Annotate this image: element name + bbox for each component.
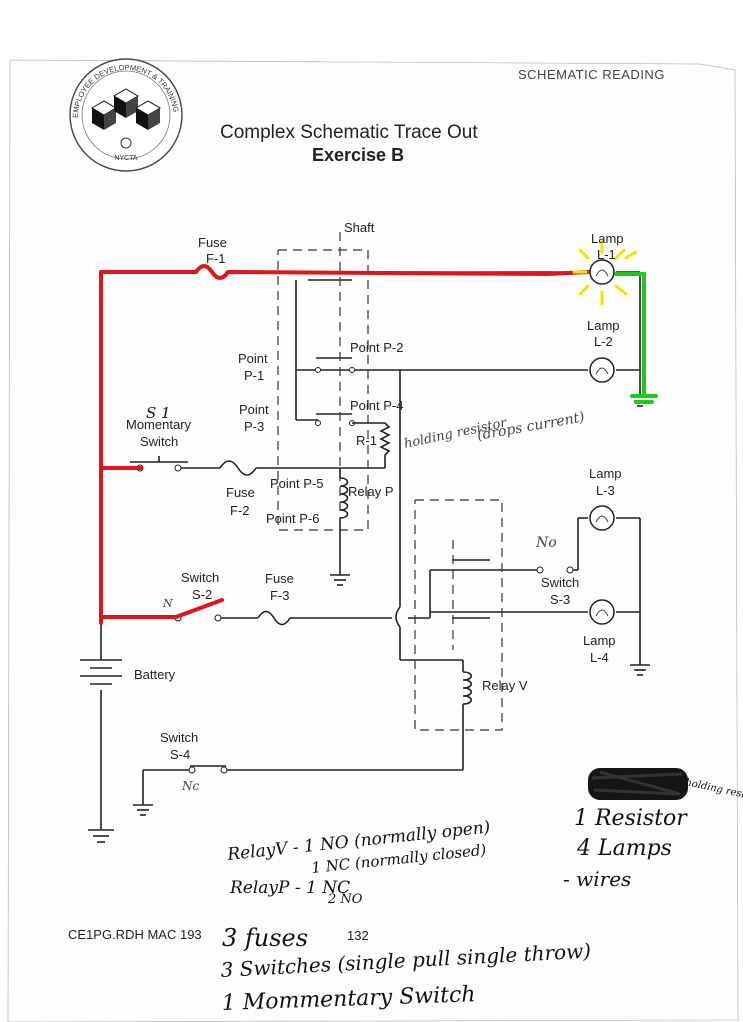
relay-v-label: Relay V [482, 678, 528, 693]
lamp-l2-label: Lamp [587, 318, 620, 333]
logo-bottom-text: NYCTA [114, 155, 138, 162]
lamp-l2-id: L-2 [594, 334, 613, 349]
title-line2: Exercise B [312, 145, 404, 165]
red-trace [99, 264, 590, 625]
point-p1-id: P-1 [244, 368, 264, 383]
fuse-f2-label: Fuse [226, 485, 255, 500]
lamp-l4-label: Lamp [583, 633, 616, 648]
hw-lamps: 4 Lamps [576, 836, 672, 861]
lamp-l1-label: Lamp [591, 231, 624, 246]
relay-v-boundary [414, 499, 503, 731]
switch-s2-id: S-2 [192, 587, 212, 602]
hw-s1-label: S 1 [146, 404, 171, 422]
nycta-logo: EMPLOYEE DEVELOPMENT & TRAINING NYCTA [69, 58, 183, 172]
fuse-f1-id: F-1 [206, 251, 226, 266]
hw-fuses: 3 fuses [222, 924, 308, 952]
point-p2-label: Point P-2 [350, 340, 403, 355]
lamp-l2-symbol [589, 357, 615, 383]
hw-resistors: 1 Resistor [574, 806, 688, 831]
lamp-l3-symbol [589, 505, 615, 531]
switch-s3-id: S-3 [550, 592, 570, 607]
relay-p-label: Relay P [348, 484, 394, 499]
scribbled-box [588, 768, 688, 800]
point-p3-label: Point [239, 402, 269, 417]
switch-s3-label: Switch [541, 575, 579, 590]
corner-label: SCHEMATIC READING [518, 67, 665, 82]
fuse-f3-label: Fuse [265, 571, 294, 586]
resistor-r1-label: R-1 [356, 433, 377, 448]
lamp-l3-id: L-3 [596, 483, 615, 498]
shaft-label: Shaft [344, 220, 375, 235]
point-p1-label: Point [238, 351, 268, 366]
point-p3-id: P-3 [244, 419, 264, 434]
switch-s2-label: Switch [181, 570, 219, 585]
lamp-l4-id: L-4 [590, 650, 609, 665]
footer-code: CE1PG.RDH MAC 193 [68, 927, 202, 942]
battery-label: Battery [134, 667, 176, 682]
hw-nc-s4: Nc [181, 779, 200, 793]
point-p4-label: Point P-4 [350, 398, 403, 413]
logo-cubes [91, 88, 161, 130]
hw-relay-p-line2: 2 NO [327, 892, 363, 907]
footer-page: 132 [347, 928, 369, 943]
fuse-f2-id: F-2 [230, 503, 250, 518]
lamp-glow [572, 238, 638, 306]
lamp-l3-label: Lamp [589, 466, 622, 481]
point-p6-label: Point P-6 [266, 511, 319, 526]
hw-no-s3: No [535, 535, 557, 551]
switch-s4-label: Switch [160, 730, 198, 745]
lamp-l1-symbol [589, 259, 615, 285]
lamp-l1-id: L-1 [597, 247, 616, 262]
hw-no-s2: N [162, 597, 173, 610]
relay-p-boundary [277, 232, 369, 540]
lamp-l4-symbol [589, 599, 615, 625]
fuse-f3-id: F-3 [270, 588, 290, 603]
switch-s4-id: S-4 [170, 747, 190, 762]
title-line1: Complex Schematic Trace Out [220, 122, 478, 143]
momentary-switch-label: Momentary [126, 417, 192, 432]
hw-wires: - wires [563, 867, 631, 891]
momentary-switch-label2: Switch [140, 434, 178, 449]
fuse-f1-label: Fuse [198, 235, 227, 250]
point-p5-label: Point P-5 [270, 476, 323, 491]
green-ground-trace [614, 272, 658, 404]
hw-relay-p-line1: RelayP - 1 NC [229, 878, 350, 898]
